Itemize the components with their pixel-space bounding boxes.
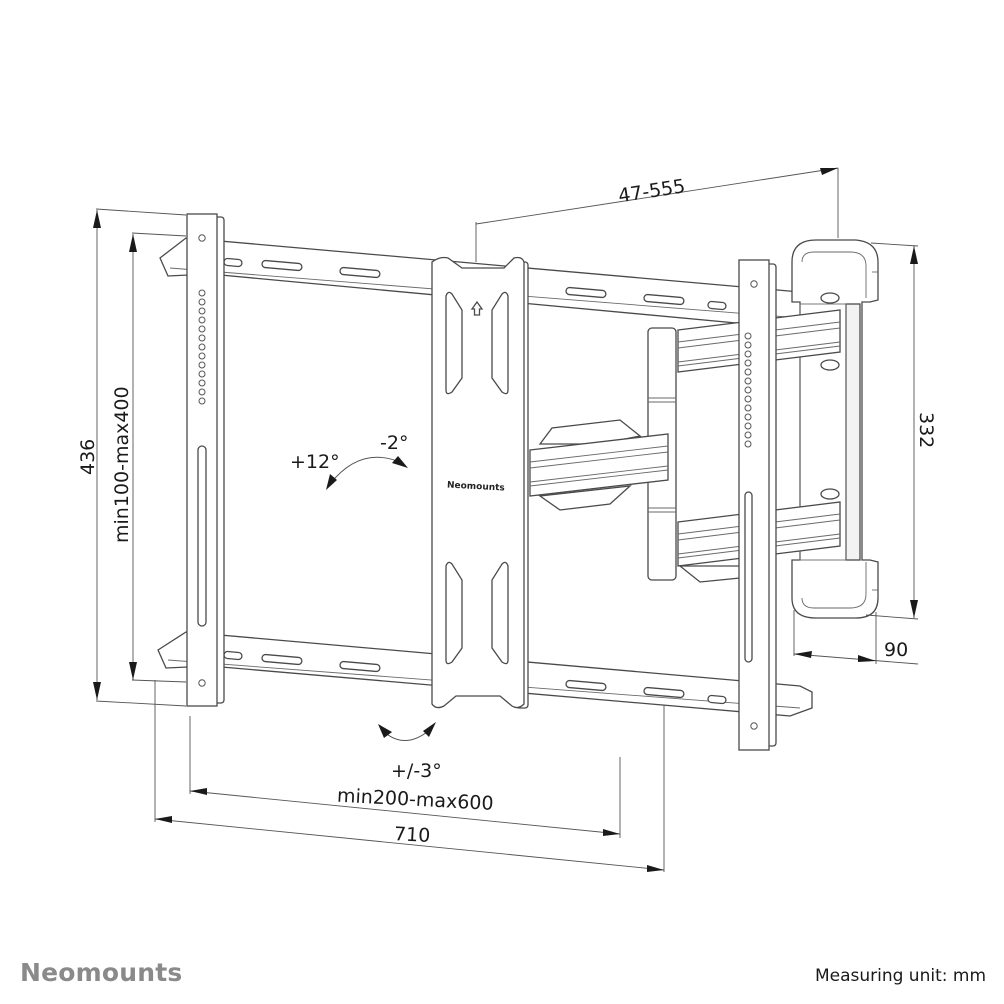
left-vesa-strip [186, 213, 225, 707]
arm-extension-label: 47-555 [617, 175, 687, 207]
rotation-indicator: +/-3° [378, 722, 442, 782]
tilt-up-label: +12° [290, 451, 340, 473]
dim-wall-plate-height: 332 [865, 242, 937, 620]
measuring-unit-label: Measuring unit: mm [814, 966, 986, 986]
tilt-indicator: +12° -2° [290, 432, 408, 490]
middle-arm [529, 419, 669, 511]
rotation-label: +/-3° [391, 760, 442, 782]
wall-plate-height-label: 332 [915, 412, 937, 448]
dim-overall-height: 436 [77, 208, 187, 707]
dim-vesa-vertical: min100-max400 [111, 232, 187, 683]
plate-brand-label: Neomounts [447, 481, 505, 494]
center-tv-plate: Neomounts [431, 256, 529, 709]
dim-wall-plate-depth: 90 [793, 610, 919, 665]
wall-plate-depth-label: 90 [884, 639, 908, 661]
overall-height-label: 436 [77, 439, 99, 475]
dim-arm-extension: 47-555 [475, 167, 839, 262]
right-vesa-strip [738, 259, 777, 751]
footer-brand-logo: Neomounts [20, 958, 183, 987]
dim-overall-width: 710 [154, 680, 665, 872]
up-arrow-icon [470, 300, 484, 316]
vesa-horizontal-label: min200-max600 [337, 785, 495, 815]
vesa-vertical-label: min100-max400 [111, 386, 133, 543]
tilt-down-label: -2° [380, 432, 408, 454]
overall-width-label: 710 [393, 823, 430, 847]
